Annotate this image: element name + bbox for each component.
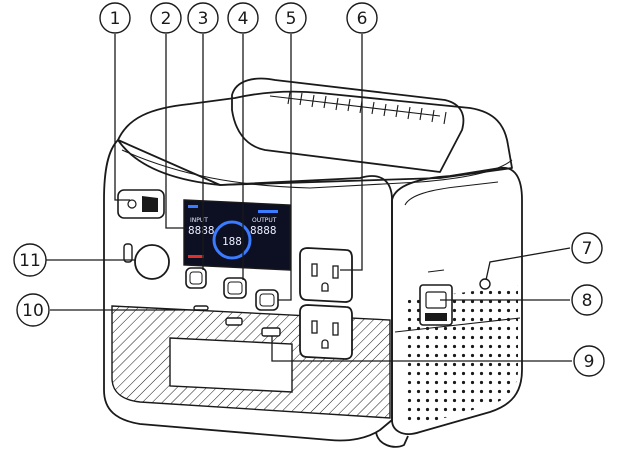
callout-5-label: 5: [286, 9, 297, 29]
callout-7-label: 7: [582, 239, 593, 259]
callout-2: 2: [151, 3, 181, 33]
dc-output-button: [224, 278, 246, 298]
side-reset-button: [480, 279, 490, 289]
dc-input-port: [118, 190, 164, 218]
callout-7: 7: [572, 233, 602, 263]
display-input-value: 8888: [188, 224, 215, 237]
callout-11-label: 11: [19, 251, 41, 271]
callout-4-label: 4: [238, 9, 249, 29]
input-display-button: [186, 268, 206, 288]
leader-2: [166, 34, 188, 228]
lcd-display: INPUT 8888 188 OUTPUT 8888: [184, 200, 290, 270]
callout-6-label: 6: [357, 9, 368, 29]
display-blue-indicator-right: [258, 210, 278, 213]
callout-1-label: 1: [110, 9, 121, 29]
display-output-value: 8888: [250, 224, 277, 237]
callout-10-label: 10: [22, 301, 44, 321]
ac-output-button: [256, 290, 278, 310]
callout-8: 8: [572, 285, 602, 315]
grille-label-panel: [170, 338, 292, 392]
callout-3: 3: [188, 3, 218, 33]
callout-5: 5: [276, 3, 306, 33]
callout-9: 9: [574, 346, 604, 376]
display-red-bar: [188, 255, 204, 258]
usb-a-port-2: [262, 328, 280, 336]
callout-3-label: 3: [198, 9, 209, 29]
ac-outlet-top: [300, 248, 352, 302]
callout-2-label: 2: [161, 9, 172, 29]
power-button: [124, 244, 169, 279]
ac-input-port: [420, 270, 452, 325]
callout-9-label: 9: [584, 352, 595, 372]
callout-4: 4: [228, 3, 258, 33]
usb-a-port-1: [226, 318, 242, 325]
callout-8-label: 8: [582, 291, 593, 311]
display-output-label: OUTPUT: [252, 217, 277, 224]
leader-6: [340, 34, 362, 270]
callout-11: 11: [14, 244, 46, 276]
callout-6: 6: [347, 3, 377, 33]
ac-outlet-bottom: [300, 305, 352, 359]
display-center-value: 188: [222, 235, 242, 248]
leader-7: [486, 248, 570, 280]
display-input-label: INPUT: [190, 217, 208, 224]
display-blue-indicator: [188, 205, 198, 208]
leader-1: [115, 34, 130, 200]
callout-10: 10: [17, 294, 49, 326]
callout-1: 1: [100, 3, 130, 33]
